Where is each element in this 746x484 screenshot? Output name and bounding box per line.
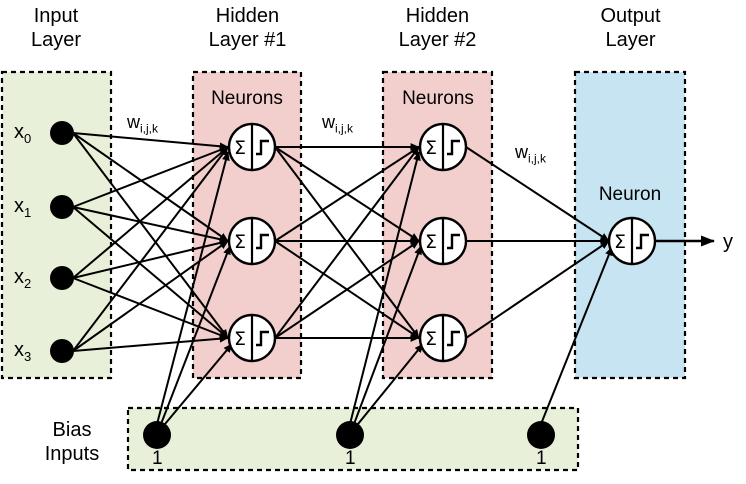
neuron-symbols: Σ Σ Σ Σ xyxy=(227,122,657,363)
svg-text:Σ: Σ xyxy=(234,137,246,159)
bias-node xyxy=(143,421,171,449)
bias-node-label: 1 xyxy=(152,448,163,469)
edges-hidden2-to-output xyxy=(465,146,610,339)
input-label-x2: x2 xyxy=(14,266,31,291)
input-node xyxy=(50,266,74,290)
bias-node xyxy=(527,421,555,449)
bias-node-label: 1 xyxy=(345,448,356,469)
neuron-h2-2: Σ xyxy=(418,216,468,266)
weight-label-3: wi,j,k xyxy=(515,142,546,166)
weight-label-base: w xyxy=(515,142,528,162)
input-label-x0: x0 xyxy=(14,121,31,146)
neuron-h2-3: Σ xyxy=(418,313,468,363)
neuron-h1-2: Σ xyxy=(227,216,277,266)
input-node xyxy=(50,195,74,219)
input-label-x1: x1 xyxy=(14,195,31,220)
weight-label-sub: i,j,k xyxy=(335,121,353,136)
weight-label-sub: i,j,k xyxy=(528,151,546,166)
bias-node-label: 1 xyxy=(536,448,547,469)
output-neuron-label: Neuron xyxy=(598,184,662,205)
input-label-sub: 1 xyxy=(24,205,32,220)
edges-input-to-hidden1 xyxy=(72,132,229,352)
neuron-h2-1: Σ xyxy=(418,122,468,172)
weight-label-2: wi,j,k xyxy=(322,112,353,136)
weight-label-base: w xyxy=(322,112,335,132)
bias-inputs-title: Bias Inputs xyxy=(44,419,100,466)
hidden2-neurons-label: Neurons xyxy=(402,88,474,109)
input-label-sub: 3 xyxy=(24,349,32,364)
output-signal-label: y xyxy=(723,231,733,253)
neuron-output: Σ xyxy=(607,216,657,266)
hidden1-neurons-label: Neurons xyxy=(211,88,283,109)
bias-node xyxy=(336,421,364,449)
weight-label-sub: i,j,k xyxy=(140,121,158,136)
input-nodes xyxy=(50,121,74,363)
input-node xyxy=(50,121,74,145)
input-label-base: x xyxy=(14,266,24,288)
svg-text:Σ: Σ xyxy=(425,328,437,350)
bias-nodes xyxy=(143,421,555,449)
svg-text:Σ: Σ xyxy=(425,137,437,159)
layer-title-output: Output Layer xyxy=(600,5,661,52)
input-label-sub: 2 xyxy=(24,276,32,291)
input-label-x3: x3 xyxy=(14,339,31,364)
weight-label-base: w xyxy=(127,112,140,132)
edges-bias xyxy=(156,151,613,425)
svg-text:Σ: Σ xyxy=(234,231,246,253)
input-node xyxy=(50,339,74,363)
layer-title-hidden2: Hidden Layer #2 xyxy=(398,5,477,52)
input-label-base: x xyxy=(14,339,24,361)
svg-text:Σ: Σ xyxy=(234,328,246,350)
svg-text:Σ: Σ xyxy=(425,231,437,253)
layer-title-hidden1: Hidden Layer #1 xyxy=(208,5,287,52)
layer-title-input: Input Layer xyxy=(30,5,82,52)
input-label-base: x xyxy=(14,195,24,217)
edges-hidden1-to-hidden2 xyxy=(274,143,420,342)
input-label-base: x xyxy=(14,121,24,143)
neuron-h1-3: Σ xyxy=(227,313,277,363)
svg-text:Σ: Σ xyxy=(614,231,626,253)
neuron-h1-1: Σ xyxy=(227,122,277,172)
weight-label-1: wi,j,k xyxy=(127,112,158,136)
input-label-sub: 0 xyxy=(24,131,32,146)
